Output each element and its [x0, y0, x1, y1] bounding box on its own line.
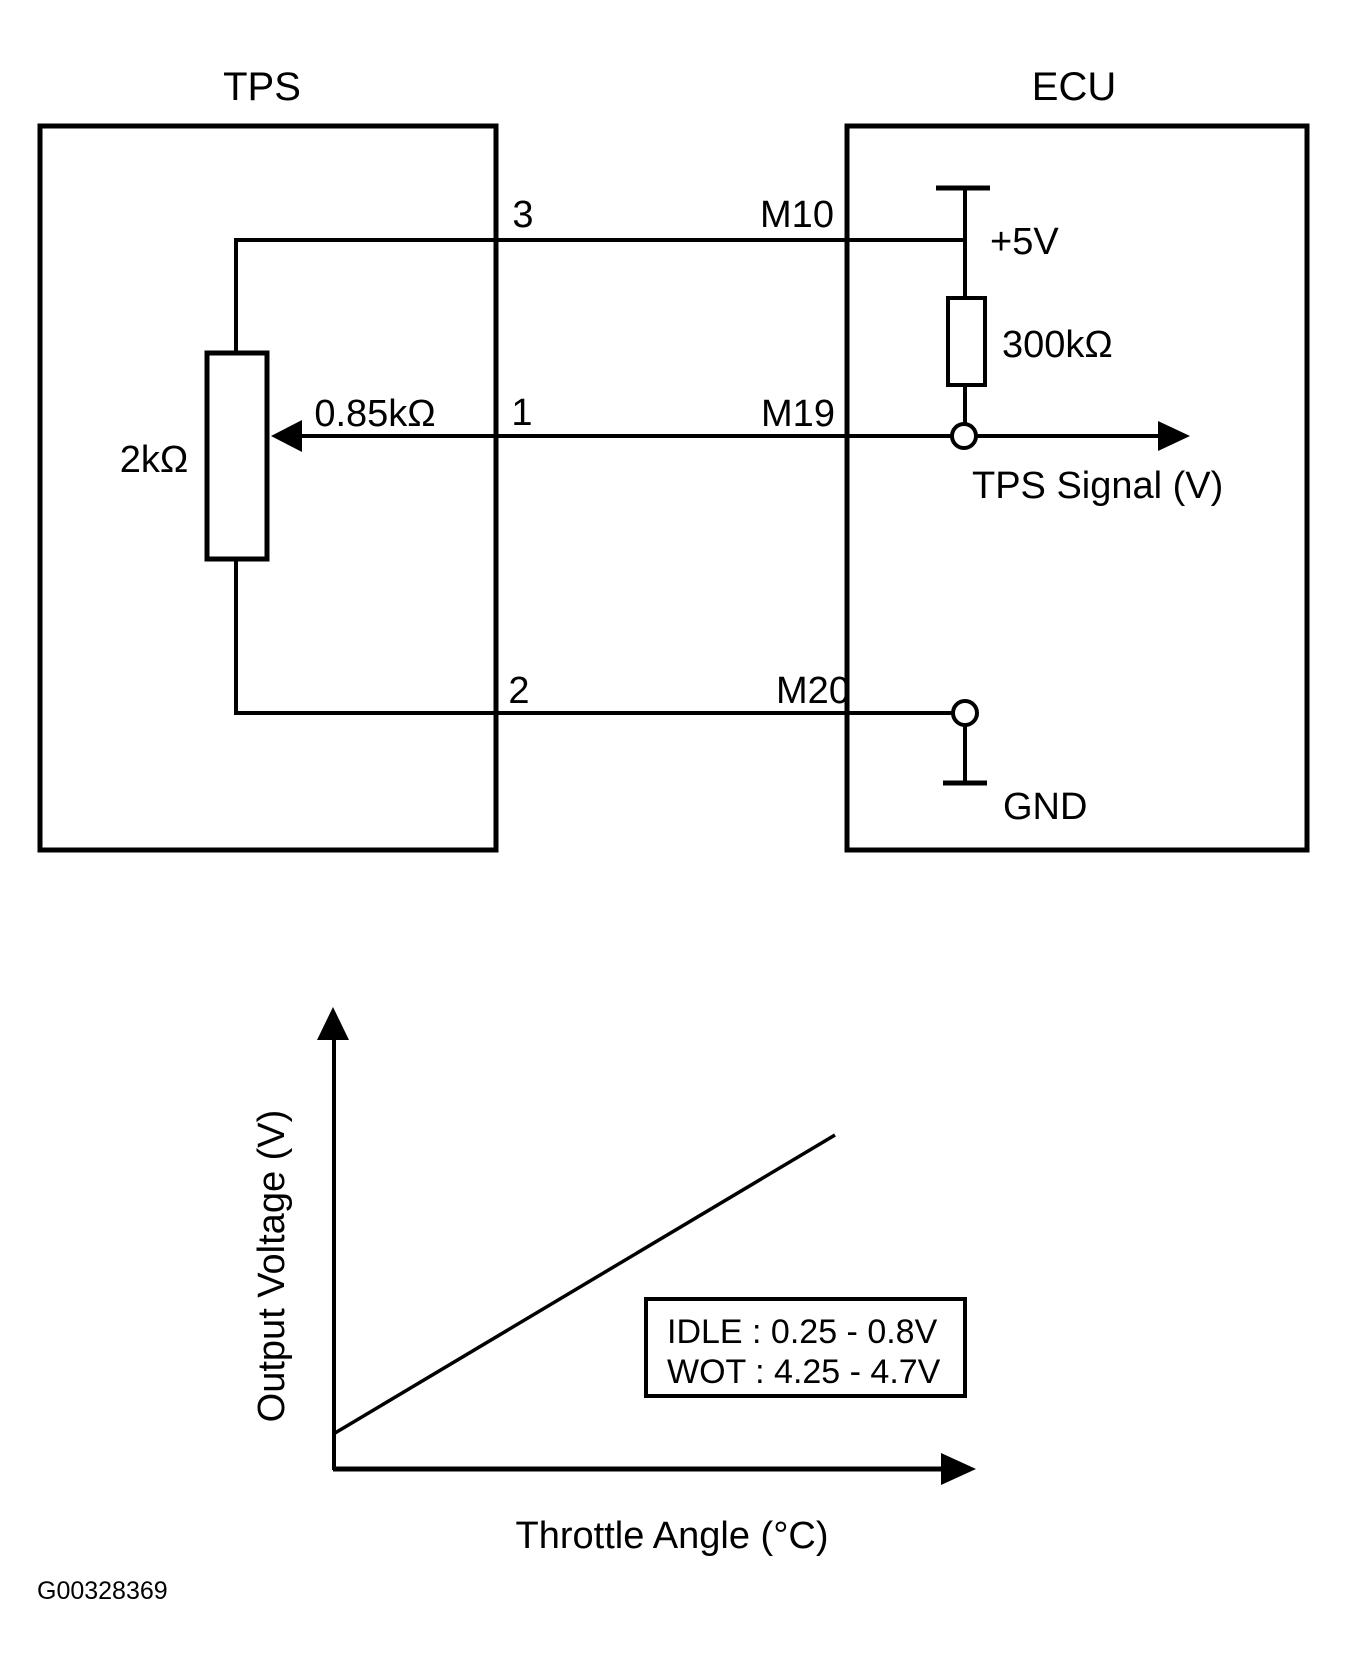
pin1-label: 1: [511, 392, 532, 434]
spec-wot-line: WOT : 4.25 - 4.7V: [667, 1353, 941, 1391]
tps-title: TPS: [223, 65, 301, 109]
m10-terminal-label: M10: [760, 194, 834, 236]
spec-idle-line: IDLE : 0.25 - 0.8V: [667, 1313, 938, 1351]
graph-y-axis-label: Output Voltage (V): [251, 1110, 293, 1423]
voltage-curve: [334, 1133, 836, 1435]
wire-pin3-m10: [234, 238, 965, 353]
pullup-resistor-label: 300kΩ: [1002, 324, 1113, 366]
spec-box: [644, 1297, 967, 1398]
tps-signal-label: TPS Signal (V): [972, 465, 1223, 507]
ground-label: GND: [1003, 786, 1087, 828]
pin2-label: 2: [508, 670, 529, 712]
y-axis-arrowhead-icon: [317, 1007, 349, 1040]
m20-terminal-label: M20: [776, 670, 850, 712]
signal-arrowhead-icon: [1158, 421, 1190, 451]
ecu-title: ECU: [1032, 65, 1116, 109]
graph-x-axis-label: Throttle Angle (°C): [516, 1515, 829, 1557]
supply-voltage-label: +5V: [990, 221, 1059, 263]
figure-code: G00328369: [37, 1577, 168, 1605]
wire-pin2-m20: [234, 559, 953, 715]
wiper-arrowhead-icon: [271, 420, 302, 452]
wiper-resistance-label: 0.85kΩ: [314, 393, 435, 435]
tps-box: [37, 123, 499, 853]
x-axis-arrowhead-icon: [941, 1453, 976, 1485]
m19-terminal-circle: [950, 422, 978, 450]
m20-terminal-circle: [951, 699, 979, 727]
potentiometer-body: [204, 350, 270, 562]
ecu-box: [844, 123, 1310, 853]
potentiometer-label: 2kΩ: [120, 439, 189, 481]
m19-terminal-label: M19: [761, 393, 835, 435]
pullup-resistor-body: [946, 296, 987, 387]
pin3-label: 3: [512, 194, 533, 236]
